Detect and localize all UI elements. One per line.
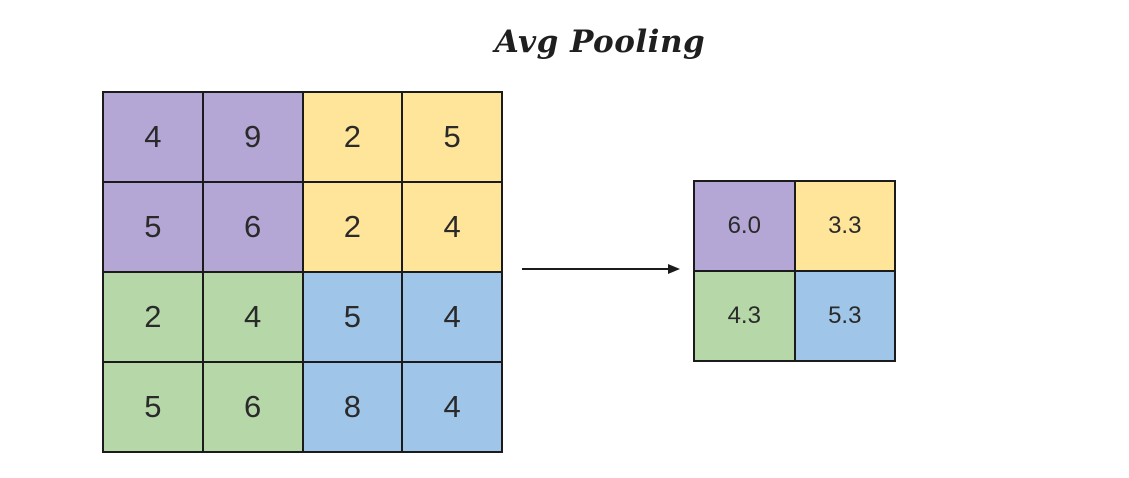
input-cell: 8 — [303, 363, 402, 451]
output-cell: 3.3 — [795, 182, 894, 270]
input-cell: 5 — [303, 273, 402, 361]
input-cell: 2 — [303, 93, 402, 181]
output-cell: 6.0 — [695, 182, 794, 270]
diagram-title: Avg Pooling — [494, 24, 706, 60]
arrow-right-icon — [522, 264, 680, 274]
input-cell: 4 — [403, 363, 501, 451]
input-cell: 5 — [104, 363, 202, 451]
input-cell: 2 — [104, 273, 202, 361]
input-cell: 4 — [203, 273, 302, 361]
input-cell: 2 — [303, 183, 402, 271]
input-cell: 4 — [403, 183, 501, 271]
input-cell: 4 — [104, 93, 202, 181]
output-cell: 4.3 — [695, 272, 794, 360]
input-cell: 4 — [403, 273, 501, 361]
input-cell: 5 — [403, 93, 501, 181]
input-matrix: 4 9 2 5 5 6 2 4 2 4 5 4 5 6 8 4 — [102, 91, 503, 453]
input-cell: 5 — [104, 183, 202, 271]
output-matrix: 6.0 3.3 4.3 5.3 — [693, 180, 896, 362]
input-cell: 6 — [203, 183, 302, 271]
input-cell: 6 — [203, 363, 302, 451]
output-cell: 5.3 — [795, 272, 894, 360]
input-cell: 9 — [203, 93, 302, 181]
